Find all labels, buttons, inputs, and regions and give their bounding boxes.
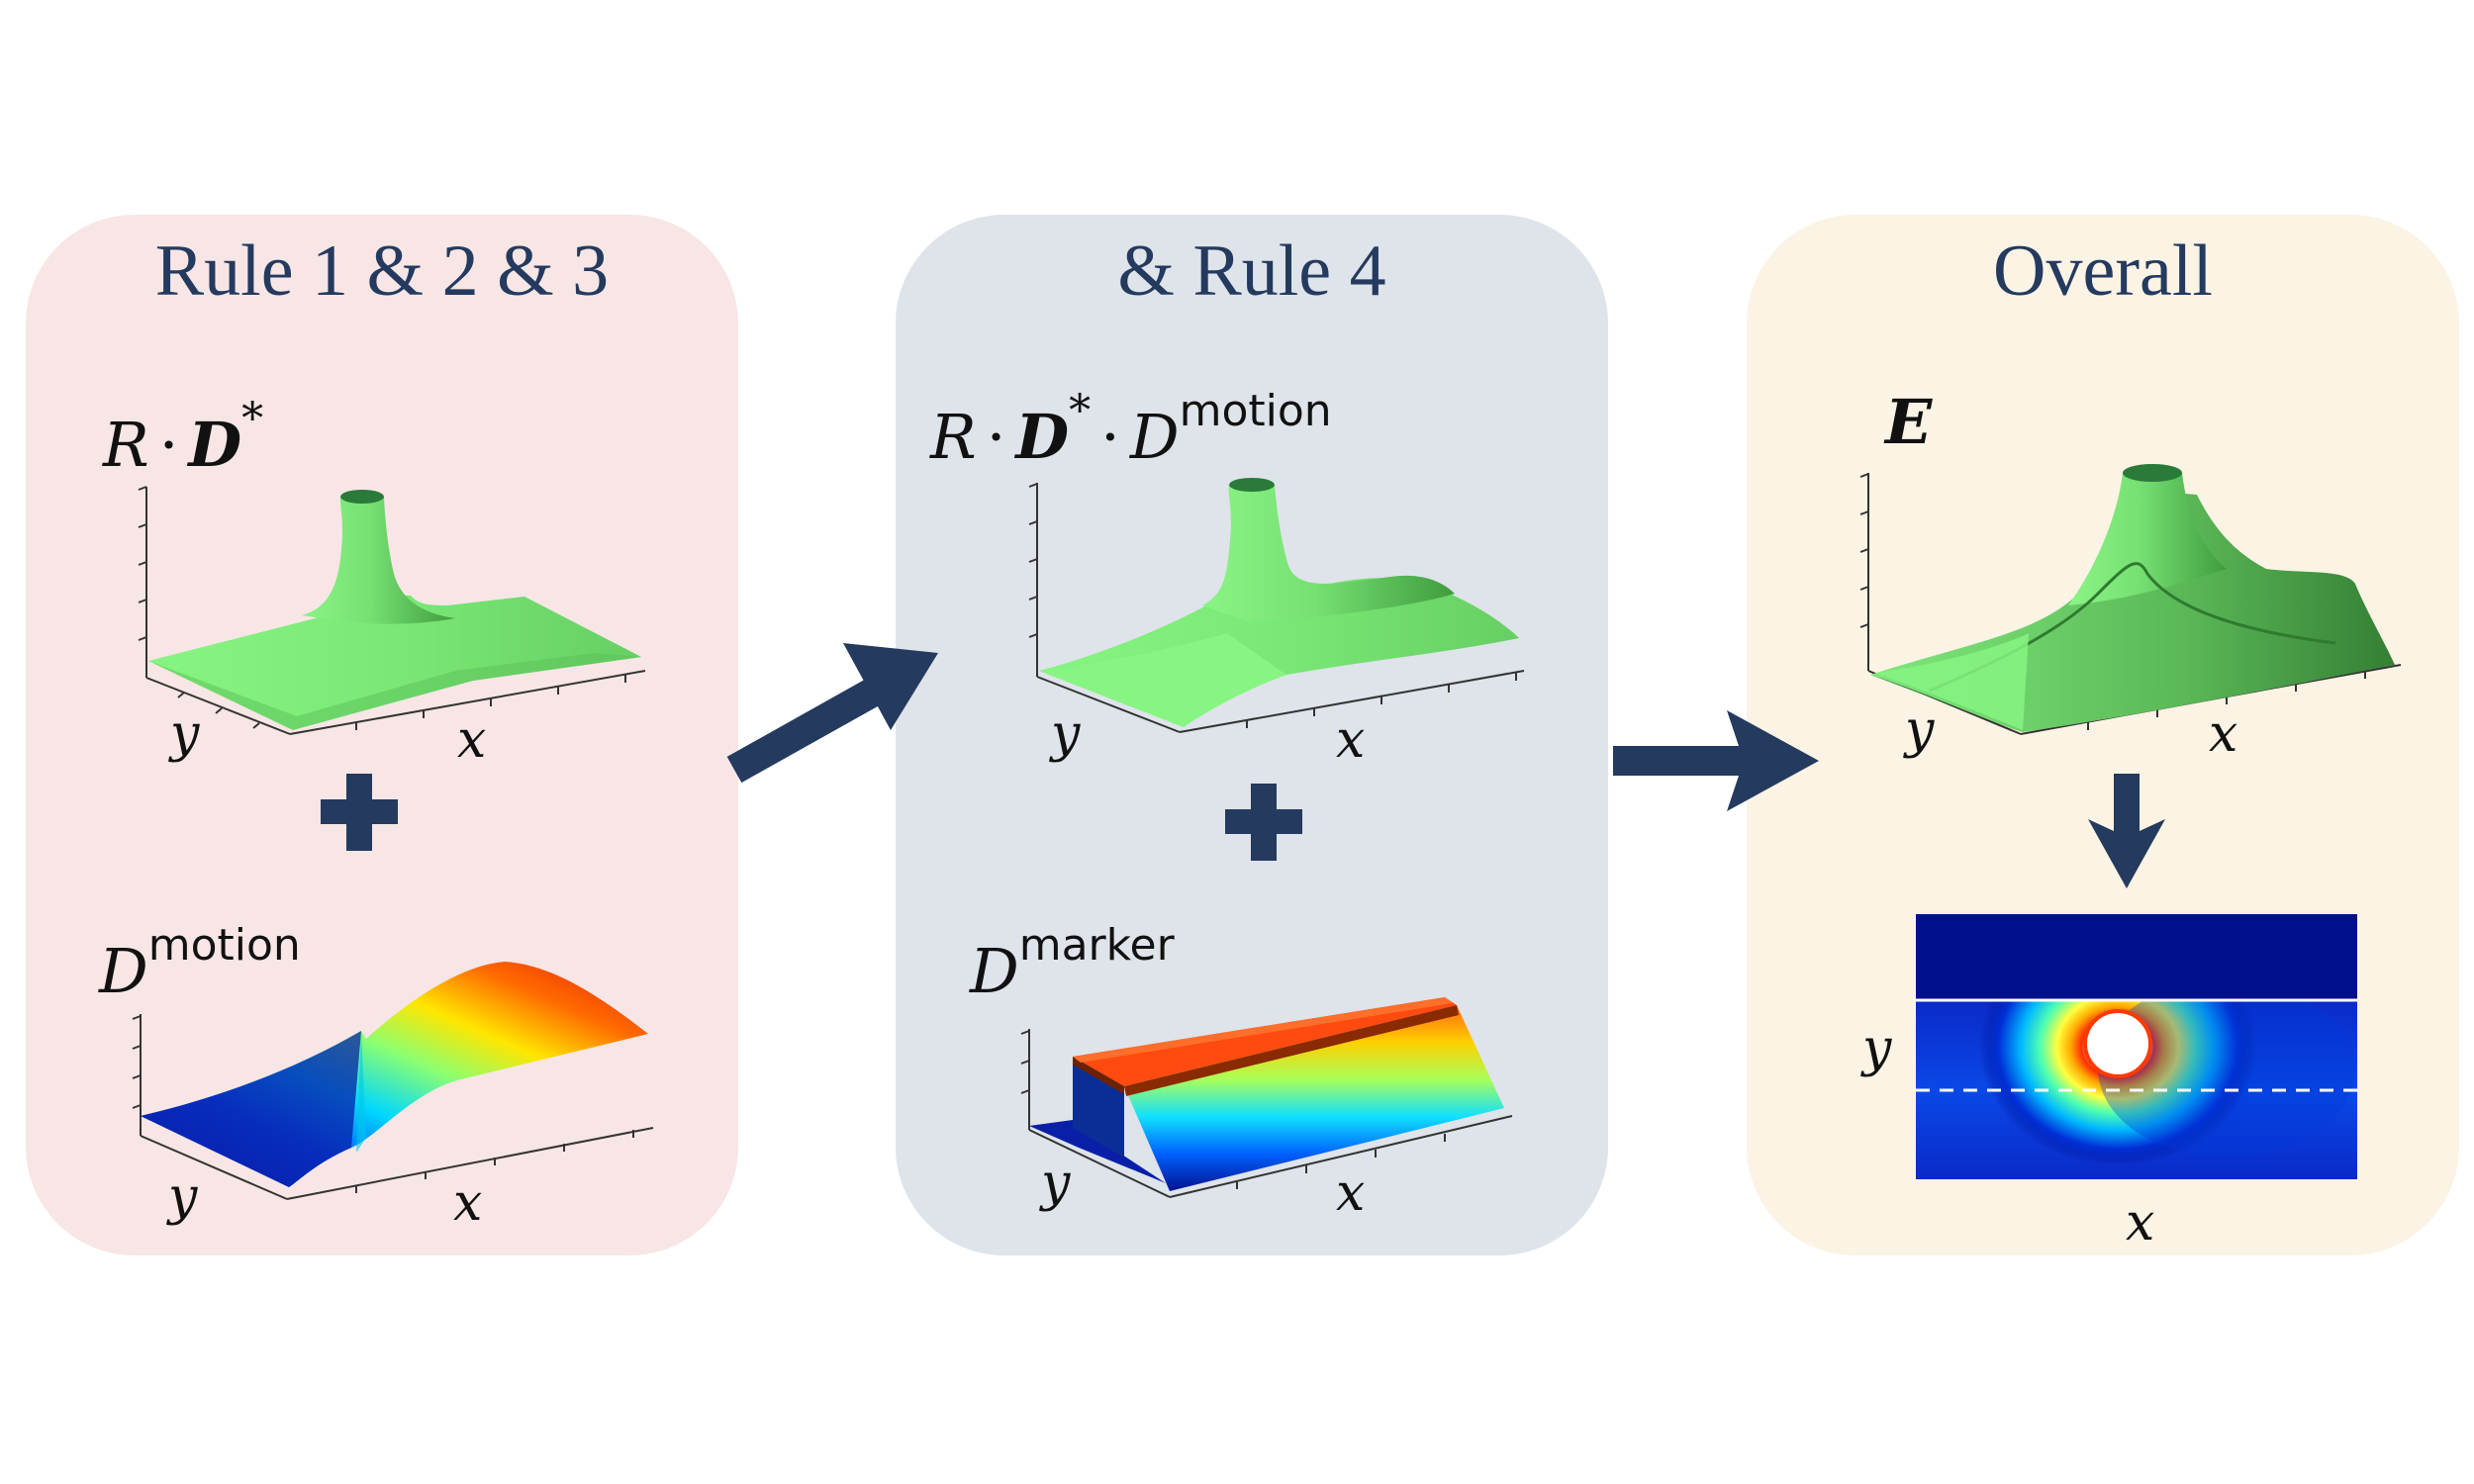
- axis-label-x: x: [1336, 710, 1366, 770]
- axis-label-y: y: [170, 704, 200, 764]
- plus-icon: [321, 774, 398, 851]
- arrow-down-icon: [2088, 774, 2165, 888]
- heatmap: [1916, 914, 2357, 1179]
- axis-label-x: x: [453, 1173, 483, 1233]
- surface-plot-e: [1859, 464, 2402, 735]
- formula-d-motion: Dmotion: [99, 920, 301, 1007]
- surface-plot-d-marker: [1020, 997, 1513, 1198]
- panel-title-overall: Overall: [1993, 231, 2213, 312]
- arrow-right-icon: [1613, 710, 1819, 811]
- axis-label-y: y: [1051, 704, 1081, 764]
- axis-label-x: x: [1336, 1163, 1366, 1223]
- formula-r-dstar: R·D*: [103, 394, 264, 481]
- formula-d-marker: Dmarker: [970, 920, 1175, 1007]
- surface-plot-d-motion: [132, 962, 654, 1200]
- plus-icon: [1225, 784, 1302, 861]
- axis-label-y: y: [168, 1167, 198, 1227]
- heatmap-axis-label-y: y: [1862, 1019, 1892, 1078]
- axis-label-x: x: [457, 710, 487, 770]
- arrow-diagonal-icon: [726, 643, 938, 784]
- axis-label-y: y: [1041, 1154, 1071, 1213]
- panel-title-rules-1-2-3: Rule 1 & 2 & 3: [154, 231, 610, 312]
- surface-plot-r-dstar: [138, 486, 646, 735]
- formula-r-dstar-dmotion: R·D*·Dmotion: [930, 386, 1332, 473]
- surface-plot-r-dstar-dmotion: [1028, 478, 1525, 733]
- axis-label-y: y: [1905, 700, 1935, 760]
- heatmap-axis-label-x: x: [2126, 1193, 2155, 1252]
- panel-title-rule-4: & Rule 4: [1117, 231, 1386, 312]
- axis-label-x: x: [2209, 704, 2238, 764]
- formula-e: E: [1885, 386, 1933, 458]
- heatmap-marker-circle: [2083, 1009, 2152, 1078]
